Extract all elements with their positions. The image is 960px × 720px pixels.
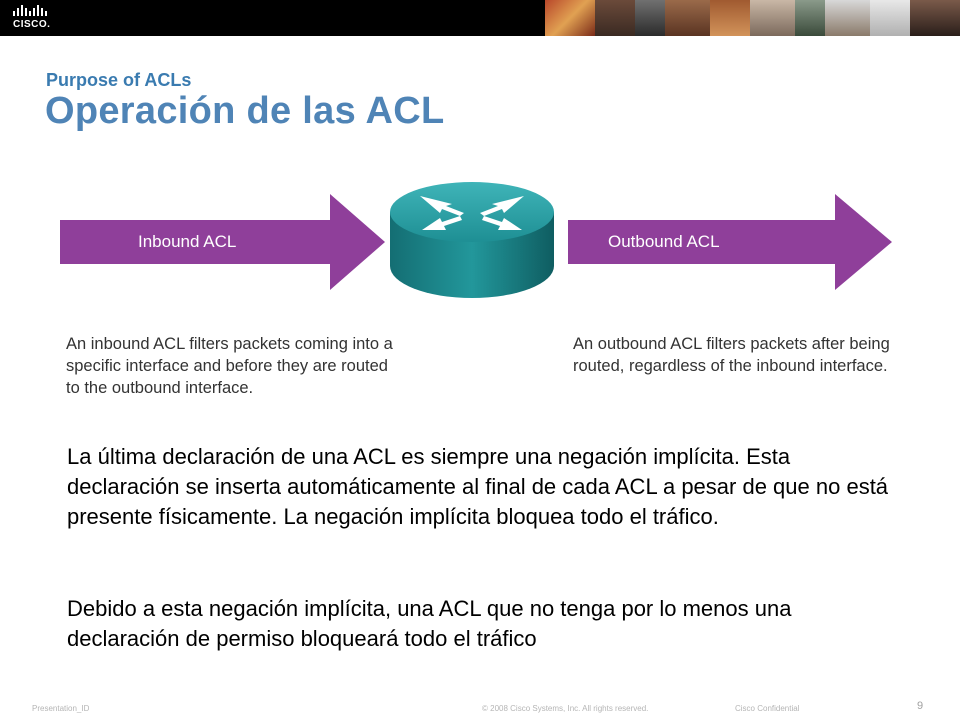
slide-subtitle: Purpose of ACLs [46,70,192,90]
body-paragraph-permit-statement: Debido a esta negación implícita, una AC… [67,596,792,651]
banner-photo [710,0,750,36]
banner-photo [825,0,870,36]
router-icon [390,182,554,298]
inbound-acl-label: Inbound ACL [138,232,237,251]
banner-photo [795,0,825,36]
footer-confidential: Cisco Confidential [735,704,800,713]
outbound-acl-label: Outbound ACL [608,232,720,251]
body-paragraph-implicit-deny: La última declaración de una ACL es siem… [67,444,889,529]
page-number: 9 [917,700,924,712]
cisco-logo-text: CISCO. [13,19,51,30]
banner-photo [910,0,960,36]
inbound-acl-description: An inbound ACL filters packets coming in… [66,335,393,397]
footer-presentation-id: Presentation_ID [32,704,90,713]
banner-photo [545,0,595,36]
banner-photo-strip [545,0,960,36]
top-banner: CISCO. [0,0,960,36]
cisco-bars-icon [13,5,47,16]
banner-photo [665,0,710,36]
footer-copyright: © 2008 Cisco Systems, Inc. All rights re… [482,704,649,713]
banner-photo [750,0,795,36]
slide-title: Operación de las ACL [45,90,445,132]
banner-photo [595,0,635,36]
inbound-arrow [60,194,385,290]
cisco-logo: CISCO. [12,5,56,31]
outbound-arrow [568,194,892,290]
acl-diagram [60,182,892,298]
banner-photo [635,0,665,36]
outbound-acl-description: An outbound ACL filters packets after be… [573,335,890,375]
banner-photo [870,0,910,36]
